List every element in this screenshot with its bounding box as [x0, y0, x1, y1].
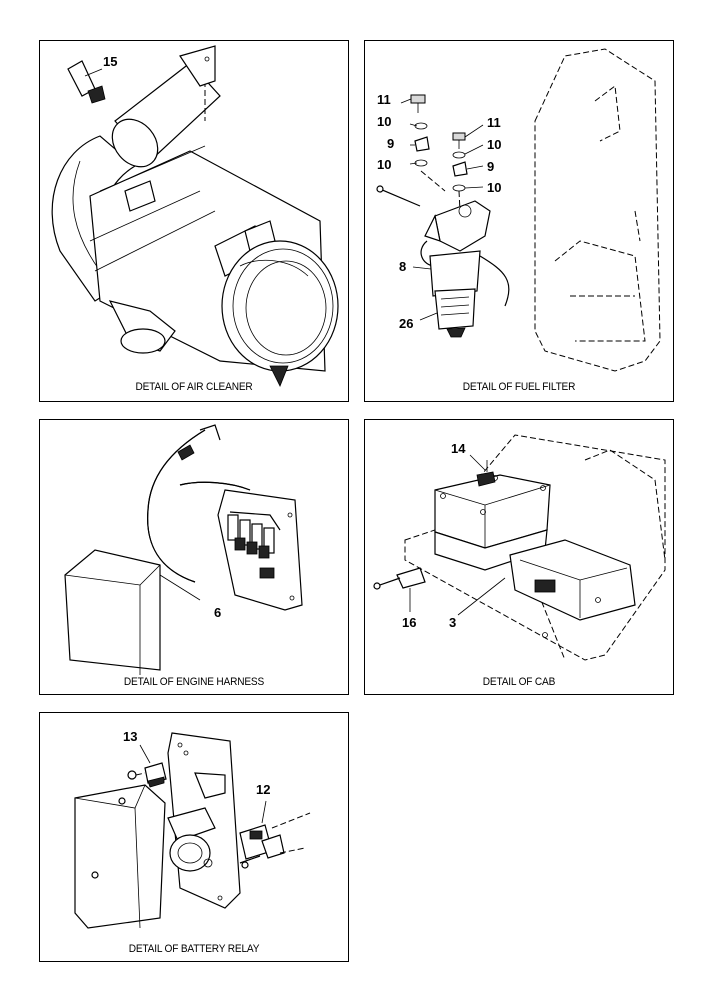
- callout-10-d: 10: [487, 180, 502, 195]
- callout-11-b: 11: [487, 115, 501, 130]
- callout-3: 3: [449, 615, 457, 630]
- cab-drawing: [373, 434, 666, 661]
- engine-harness-drawing: [64, 424, 303, 675]
- callout-15: 15: [103, 54, 118, 69]
- panel-engine-harness: 6 DETAIL OF ENGINE HARNESS: [39, 419, 349, 695]
- air-cleaner-drawing: [51, 45, 339, 387]
- callout-14: 14: [451, 441, 466, 456]
- panel-fuel-filter: 11 10 9 10 11 10 9 10 8 26 DETAIL OF FUE…: [364, 40, 674, 402]
- callout-13: 13: [123, 729, 138, 744]
- caption-engine-harness: DETAIL OF ENGINE HARNESS: [123, 676, 265, 688]
- panel-cab: 14 16 3 DETAIL OF CAB: [364, 419, 674, 695]
- panel-battery-relay: 13 12 DETAIL OF BATTERY RELAY: [39, 712, 349, 962]
- callout-26: 26: [399, 316, 414, 331]
- callout-10-c: 10: [487, 137, 502, 152]
- callout-10-a: 10: [377, 114, 392, 129]
- callout-12: 12: [256, 782, 271, 797]
- panel-air-cleaner: 15 DETAIL OF AIR CLEANER: [39, 40, 349, 402]
- callout-16: 16: [402, 615, 417, 630]
- caption-cab: DETAIL OF CAB: [482, 676, 556, 688]
- fuel-filter-drawing: [376, 48, 661, 372]
- caption-air-cleaner: DETAIL OF AIR CLEANER: [135, 381, 253, 393]
- callout-9-b: 9: [487, 159, 495, 174]
- battery-relay-drawing: [74, 732, 311, 929]
- callout-6: 6: [214, 605, 222, 620]
- callout-11-a: 11: [377, 92, 391, 107]
- callout-10-b: 10: [377, 157, 392, 172]
- callout-9-a: 9: [387, 136, 395, 151]
- caption-battery-relay: DETAIL OF BATTERY RELAY: [128, 943, 260, 955]
- caption-fuel-filter: DETAIL OF FUEL FILTER: [462, 381, 576, 393]
- callout-8: 8: [399, 259, 407, 274]
